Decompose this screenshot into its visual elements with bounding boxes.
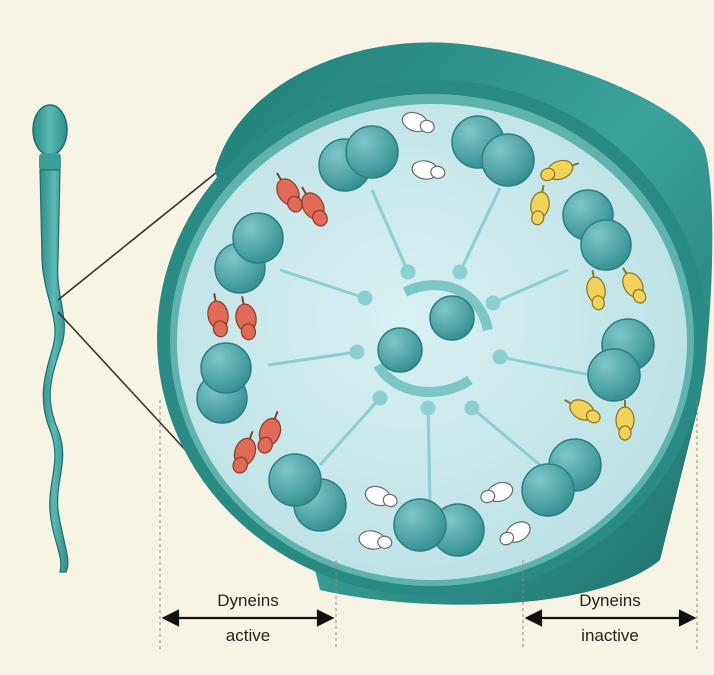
sperm-head <box>33 105 67 155</box>
label-dyneins-active-line1: Dyneins <box>217 591 278 610</box>
axoneme-cross-section <box>157 42 712 604</box>
label-dyneins-inactive-line1: Dyneins <box>579 591 640 610</box>
central-microtubule-right <box>430 296 474 340</box>
label-dyneins-active-line2: active <box>226 626 270 645</box>
label-dyneins-inactive-line2: inactive <box>581 626 639 645</box>
central-microtubule-left <box>378 328 422 372</box>
sperm-neck <box>39 153 61 171</box>
